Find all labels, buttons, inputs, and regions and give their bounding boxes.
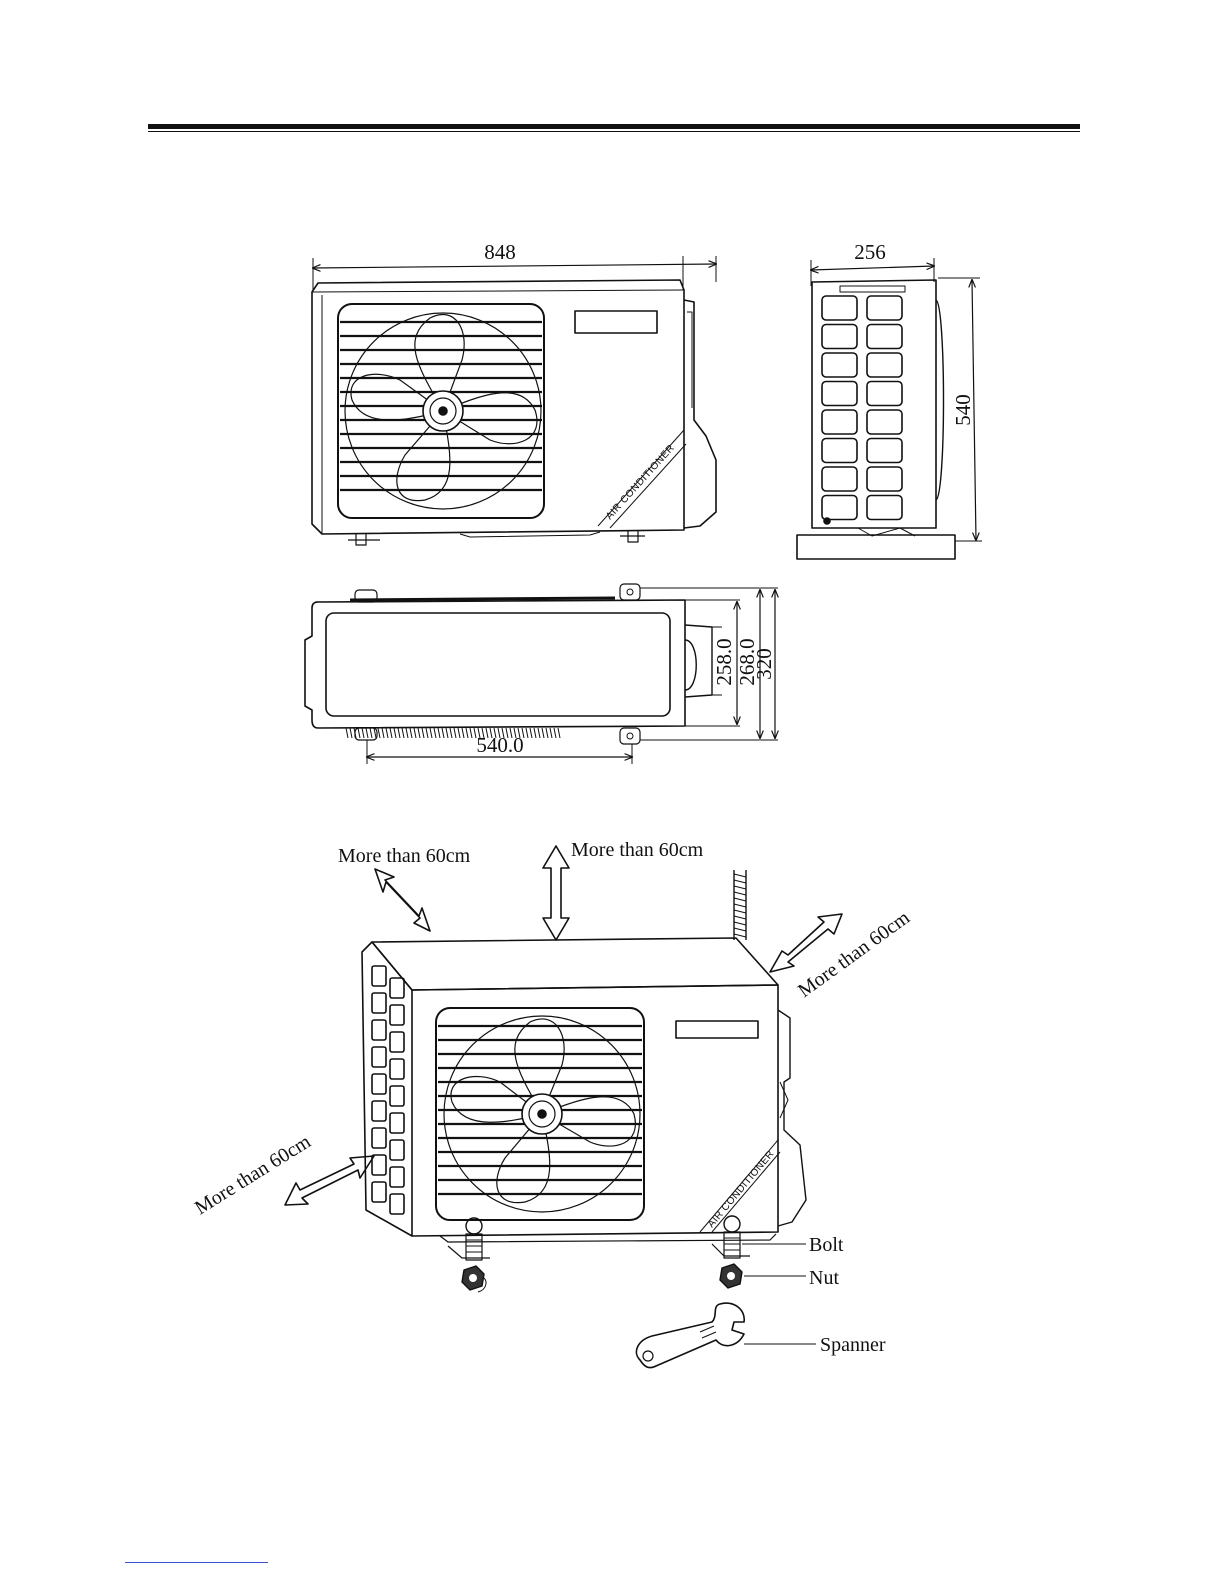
label-clearance-top-left: More than 60cm — [338, 845, 471, 867]
label-clearance-top: More than 60cm — [571, 839, 704, 861]
brand-text-front: AIR CONDITIONER — [604, 443, 677, 522]
refrigerant-pipe — [734, 874, 746, 937]
label-clearance-right: More than 60cm — [794, 906, 914, 1002]
top-fins — [346, 728, 560, 738]
label-bolt: Bolt — [809, 1234, 844, 1256]
dimension-top-depth-3: 320 — [752, 648, 776, 680]
footer-link-underline — [125, 1562, 268, 1563]
top-view: 540.0 258.0 268.0 320 — [305, 584, 778, 764]
clearance-arrow-top-left — [375, 869, 430, 931]
label-nut: Nut — [809, 1267, 839, 1289]
spanner-icon — [636, 1303, 744, 1368]
nut-left — [462, 1266, 486, 1292]
clearance-arrow-top — [543, 846, 569, 940]
installation-view: AIR CONDITIONER — [191, 839, 914, 1368]
brand-text-perspective: AIR CONDITIONER — [706, 1149, 777, 1230]
nut-right — [720, 1264, 742, 1288]
side-coil-cells — [822, 296, 902, 520]
label-spanner: Spanner — [820, 1334, 886, 1356]
dimension-side-height: 540 — [951, 394, 975, 426]
dimension-front-width: 848 — [484, 240, 516, 264]
side-view: 256 540 — [797, 240, 982, 559]
label-clearance-left: More than 60cm — [191, 1130, 315, 1219]
dimension-top-depth-1: 258.0 — [712, 638, 736, 685]
side-coil-cells-perspective — [372, 966, 404, 1214]
bolt-left — [448, 1218, 490, 1260]
dimension-side-width: 256 — [854, 240, 886, 264]
clearance-arrow-left — [285, 1156, 374, 1205]
dimension-mount-spacing: 540.0 — [476, 733, 523, 757]
front-view: 848 AIR CONDITIONER — [312, 240, 716, 545]
